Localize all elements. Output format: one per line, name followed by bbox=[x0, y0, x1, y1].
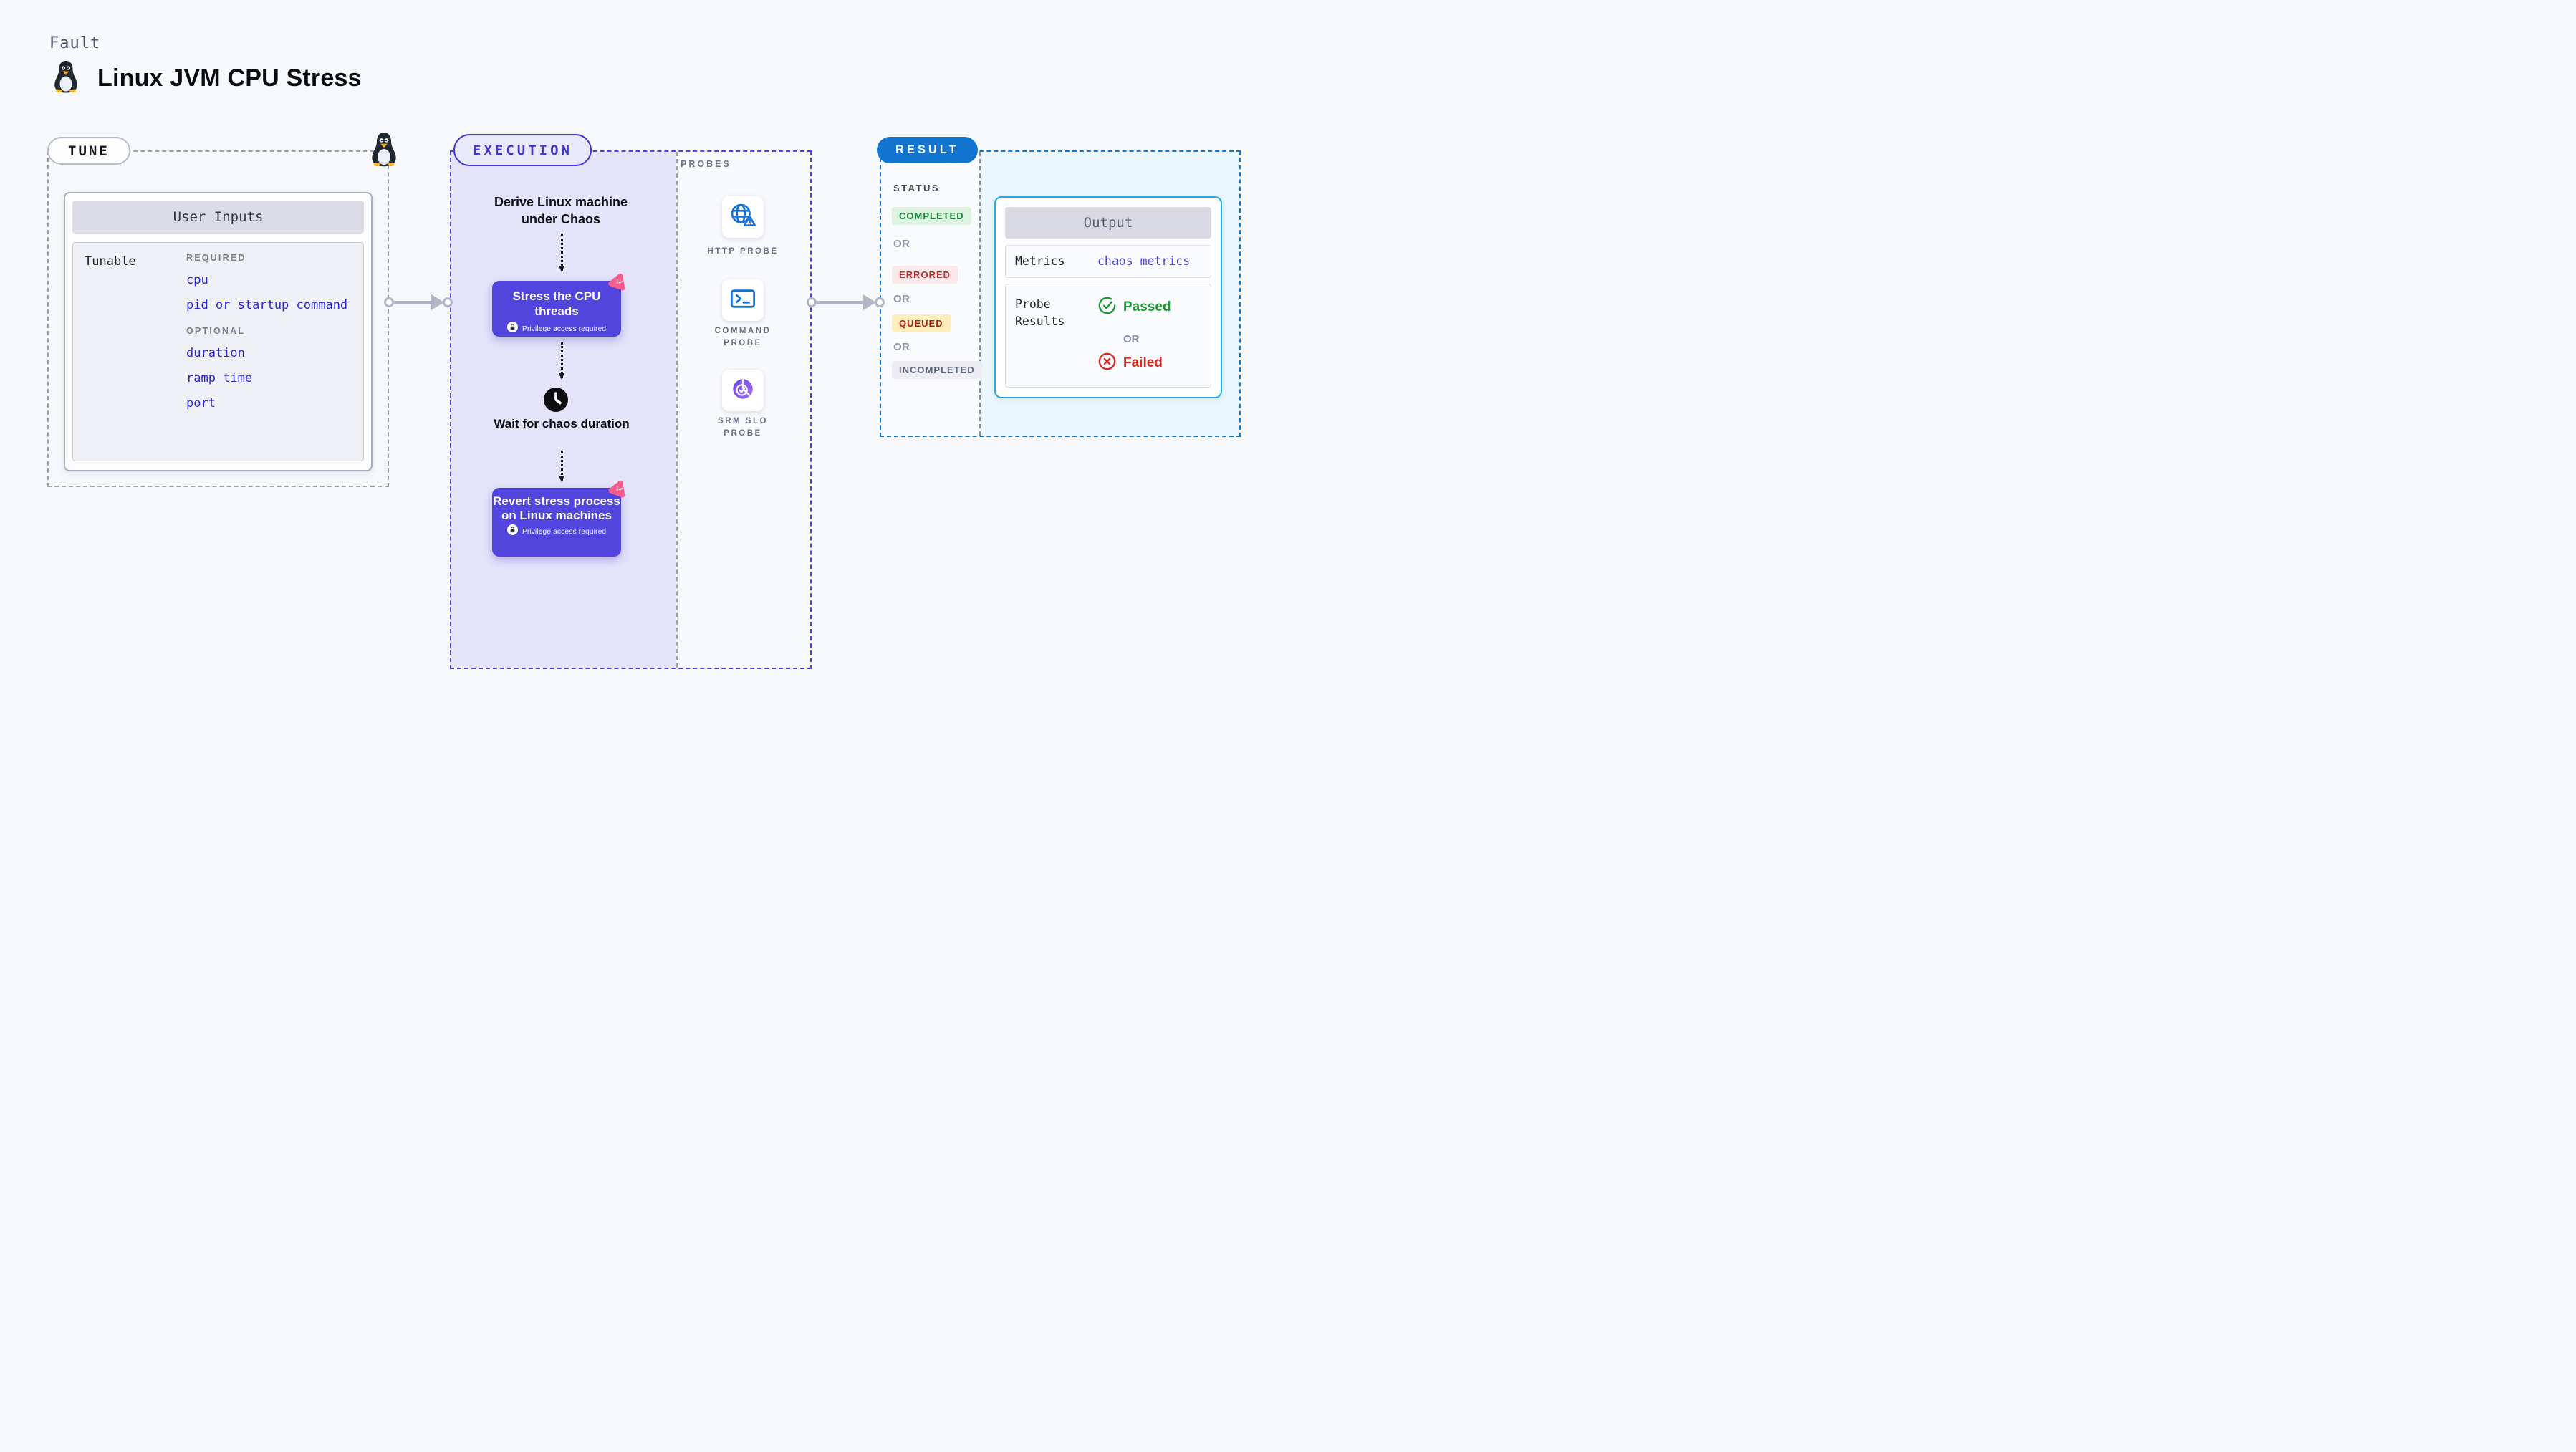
wait-step-text: Wait for chaos duration bbox=[494, 417, 630, 431]
page-title: Linux JVM CPU Stress bbox=[97, 64, 362, 92]
status-badge-queued: QUEUED bbox=[892, 314, 951, 332]
fault-kicker: Fault bbox=[49, 34, 101, 52]
status-heading: STATUS bbox=[893, 183, 941, 193]
param-group-label-required: REQUIRED bbox=[186, 253, 246, 263]
stress-cpu-node: Stress the CPU threads Privilege access … bbox=[492, 273, 625, 337]
param-link-duration[interactable]: duration bbox=[186, 346, 245, 360]
output-card: Output Metrics chaos metrics Probe Resul… bbox=[994, 196, 1222, 398]
result-badge: RESULT bbox=[877, 137, 978, 163]
probe-results-row: Probe Results Passed OR Failed bbox=[1005, 284, 1211, 388]
lock-icon bbox=[506, 322, 518, 336]
page-title-row: Linux JVM CPU Stress bbox=[53, 60, 362, 97]
privilege-note: Privilege access required bbox=[522, 324, 607, 333]
command-probe-card bbox=[722, 279, 764, 321]
http-probe-card bbox=[722, 196, 764, 238]
flow-arrow-tune-to-execution bbox=[384, 294, 453, 311]
tune-section bbox=[47, 150, 389, 487]
command-probe-label: COMMAND PROBE bbox=[714, 327, 772, 347]
chaos-pinwheel-icon bbox=[608, 271, 628, 292]
tunable-row-label: Tunable bbox=[85, 254, 136, 269]
status-badge-completed: COMPLETED bbox=[892, 207, 971, 225]
execution-badge: EXECUTION bbox=[453, 134, 592, 166]
status-badge-incompleted: INCOMPLETED bbox=[892, 361, 982, 379]
chaos-pinwheel-icon bbox=[608, 479, 628, 499]
revert-stress-node: Revert stress process on Linux machines … bbox=[492, 480, 625, 557]
or-separator: OR bbox=[1123, 333, 1140, 345]
param-link-pid-or-startup-command[interactable]: pid or startup command bbox=[186, 298, 348, 312]
http-probe-label: HTTP PROBE bbox=[707, 247, 779, 256]
tux-penguin-icon bbox=[53, 60, 79, 97]
or-separator: OR bbox=[893, 341, 910, 353]
privilege-note: Privilege access required bbox=[522, 527, 607, 536]
param-link-port[interactable]: port bbox=[186, 396, 216, 410]
user-inputs-card: User Inputs Tunable REQUIRED cpu pid or … bbox=[64, 192, 373, 471]
param-link-cpu[interactable]: cpu bbox=[186, 273, 208, 287]
probe-results-label: Probe Results bbox=[1015, 297, 1065, 328]
probes-section-label: PROBES bbox=[681, 159, 731, 169]
status-badge-errored: ERRORED bbox=[892, 266, 958, 284]
lock-icon bbox=[506, 524, 518, 539]
tux-penguin-icon bbox=[370, 132, 398, 170]
clock-icon bbox=[543, 387, 569, 413]
revert-step-title: Revert stress process on Linux machines bbox=[493, 494, 620, 522]
metrics-label: Metrics bbox=[1015, 254, 1065, 268]
failed-label: Failed bbox=[1123, 355, 1163, 370]
param-group-label-optional: OPTIONAL bbox=[186, 326, 246, 336]
globe-alert-icon bbox=[728, 202, 758, 233]
x-circle-icon bbox=[1097, 352, 1117, 375]
user-inputs-title: User Inputs bbox=[72, 201, 364, 234]
stress-step-title: Stress the CPU threads bbox=[512, 289, 601, 318]
slo-gauge-icon bbox=[728, 374, 758, 408]
dotted-arrow-down-icon bbox=[559, 342, 564, 380]
check-circle-icon bbox=[1097, 296, 1117, 319]
tune-badge: TUNE bbox=[47, 137, 130, 165]
passed-label: Passed bbox=[1123, 299, 1171, 314]
srm-slo-probe-card bbox=[722, 370, 764, 411]
parameter-list: REQUIRED cpu pid or startup command OPTI… bbox=[186, 253, 347, 421]
or-separator: OR bbox=[893, 238, 910, 250]
failed-result: Failed bbox=[1097, 352, 1163, 375]
srm-slo-probe-label: SRM SLO PROBE bbox=[718, 417, 768, 438]
output-title: Output bbox=[1005, 207, 1211, 239]
dotted-arrow-down-icon bbox=[559, 451, 564, 482]
terminal-icon bbox=[729, 286, 757, 315]
metrics-row: Metrics chaos metrics bbox=[1005, 245, 1211, 278]
dotted-arrow-down-icon bbox=[559, 234, 564, 272]
or-separator: OR bbox=[893, 293, 910, 305]
execution-workflow-area bbox=[451, 152, 676, 668]
passed-result: Passed bbox=[1097, 296, 1171, 319]
param-link-ramp-time[interactable]: ramp time bbox=[186, 371, 253, 385]
status-column bbox=[881, 152, 979, 436]
chaos-metrics-link[interactable]: chaos metrics bbox=[1097, 254, 1191, 268]
flow-arrow-execution-to-result bbox=[807, 294, 885, 311]
tunable-box: Tunable REQUIRED cpu pid or startup comm… bbox=[72, 242, 364, 461]
derive-step-text: Derive Linux machine under Chaos bbox=[494, 195, 628, 226]
